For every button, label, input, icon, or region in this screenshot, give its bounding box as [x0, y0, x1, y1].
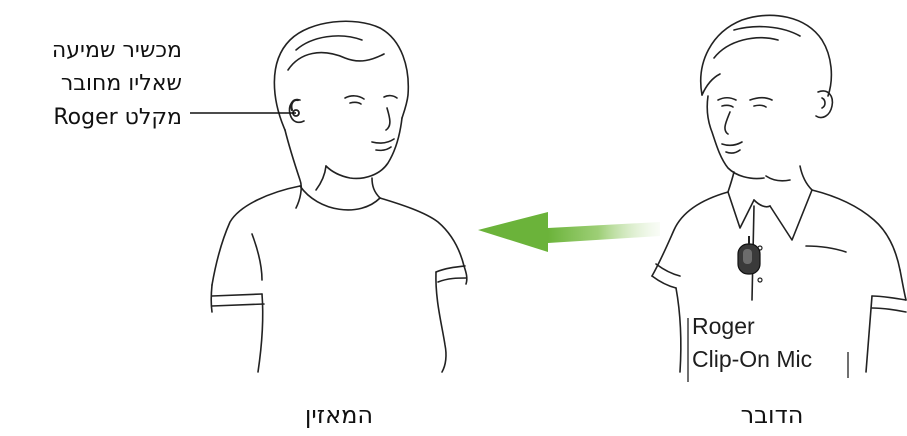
- green-arrow-icon: [478, 212, 660, 252]
- callout-line-2: שאליו מחובר: [61, 73, 182, 95]
- callout-line-1: מכשיר שמיעה: [52, 40, 182, 62]
- callout-line-3: מקלט Roger: [53, 107, 182, 129]
- mic-label-line-2: Clip-On Mic: [692, 348, 812, 371]
- clip-on-microphone-icon: [738, 236, 760, 274]
- listener-caption: המאזין: [284, 403, 394, 427]
- speaker-figure: [652, 15, 906, 372]
- listener-figure: [211, 21, 467, 372]
- speaker-caption: הדובר: [722, 403, 822, 427]
- mic-label-line-1: Roger: [692, 315, 755, 338]
